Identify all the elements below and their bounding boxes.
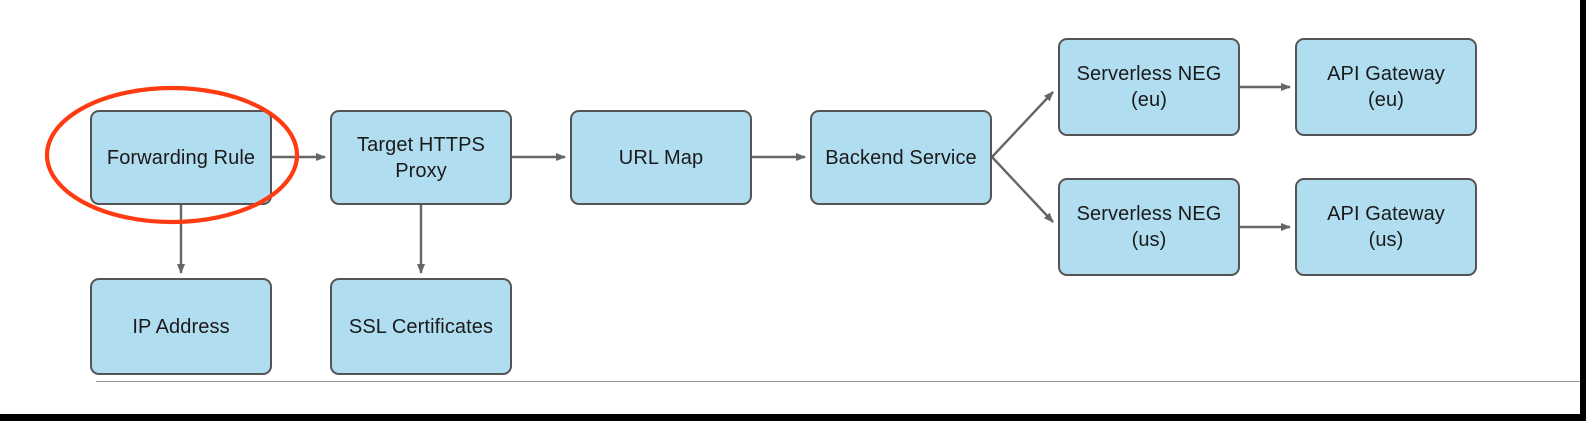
page-frame-bottom [0, 414, 1586, 421]
node-ssl-certificates[interactable]: SSL Certificates [330, 278, 512, 375]
node-url-map[interactable]: URL Map [570, 110, 752, 205]
node-backend-service[interactable]: Backend Service [810, 110, 992, 205]
page-hairline [96, 381, 1580, 382]
node-api-gateway-eu[interactable]: API Gateway (eu) [1295, 38, 1477, 136]
page-frame-right [1580, 0, 1586, 421]
node-target-https-proxy[interactable]: Target HTTPS Proxy [330, 110, 512, 205]
edge-backend-service-to-serverless-neg-us [991, 156, 1054, 223]
node-ip-address[interactable]: IP Address [90, 278, 272, 375]
node-api-gateway-us[interactable]: API Gateway (us) [1295, 178, 1477, 276]
node-serverless-neg-eu[interactable]: Serverless NEG (eu) [1058, 38, 1240, 136]
edge-backend-service-to-serverless-neg-eu [991, 91, 1054, 158]
node-forwarding-rule[interactable]: Forwarding Rule [90, 110, 272, 205]
node-serverless-neg-us[interactable]: Serverless NEG (us) [1058, 178, 1240, 276]
